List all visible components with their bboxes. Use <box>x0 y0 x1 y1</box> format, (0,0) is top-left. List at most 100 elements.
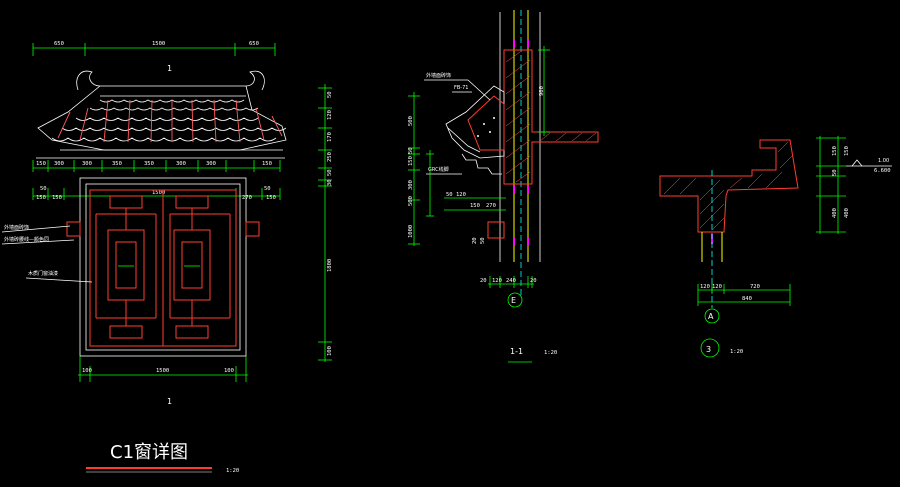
detail-3-right-dimension: 150 150 50 400 400 <box>816 136 850 234</box>
axis-label: A <box>708 312 714 321</box>
dim-label: 100 <box>82 368 92 374</box>
detail-3-profile <box>659 139 799 233</box>
dim-label: 270 <box>242 195 252 201</box>
level-mark-text: 1.00 <box>878 158 889 164</box>
dim-label: 50 <box>446 192 453 198</box>
dim-label: 400 <box>844 208 850 218</box>
roof-tiles <box>51 99 287 143</box>
dim-label: 150 <box>844 146 850 156</box>
dim-label: 170 <box>327 132 333 142</box>
note-text: 外墙砖腰线—颜色同 <box>4 236 49 243</box>
dim-label: 350 <box>144 161 154 167</box>
dim-label: 100 <box>224 368 234 374</box>
dim-label: 150 <box>52 195 62 201</box>
dim-label: 150 <box>36 161 46 167</box>
dim-label: 300 <box>82 161 92 167</box>
dim-label: 20 <box>530 278 537 284</box>
note-text: 木质门窗油漆 <box>28 270 58 277</box>
window-elevation: 650 1500 650 1 <box>1 41 333 406</box>
dim-label: 20 <box>480 278 487 284</box>
drawing-title-block: C1窗详图 1:20 <box>86 442 239 474</box>
section-bottom-dimension: 20 120 240 20 <box>480 276 537 288</box>
detail-3-bottom-dimension: 120 120 720 840 <box>697 284 791 306</box>
drawing-scale: 1:20 <box>226 468 239 474</box>
dim-label: 300 <box>408 180 414 190</box>
dim-label: 50 <box>264 186 271 192</box>
dim-label: 120 <box>712 284 722 290</box>
detail-number: 3 <box>706 345 711 354</box>
dim-label: 1800 <box>327 259 333 272</box>
dim-label: 720 <box>750 284 760 290</box>
detail-3: 150 150 50 400 400 1.00 6.600 120 120 72… <box>659 136 892 358</box>
dim-label: 50 <box>327 169 333 176</box>
dim-label: 650 <box>249 41 259 47</box>
level-mark: 1.00 6.600 <box>846 158 892 174</box>
section-1-1: 外墙面砖饰 FB-71 GRC线脚 500 50 150 300 500 100… <box>408 10 599 363</box>
section-mark-top: 1 <box>167 64 172 73</box>
dim-label: 1500 <box>156 368 169 374</box>
dim-label: 30 <box>327 179 333 186</box>
axis-bubble-a <box>704 308 720 324</box>
dim-label: 650 <box>54 41 64 47</box>
dim-label: 840 <box>742 296 752 302</box>
dim-label: 150 <box>470 203 480 209</box>
dim-label: 50 <box>480 237 486 244</box>
elevation-top-dimension: 650 1500 650 <box>32 41 276 56</box>
dim-label: 270 <box>486 203 496 209</box>
section-scale: 1:20 <box>544 350 557 356</box>
dim-label: 400 <box>832 208 838 218</box>
axis-bubble-e <box>507 292 523 308</box>
dim-label: 50 <box>408 147 414 154</box>
section-label: 1-1 <box>510 347 523 356</box>
note-text: 外墙面砖饰 <box>426 72 451 79</box>
dim-label: 150 <box>408 156 414 166</box>
dim-label: 1000 <box>408 225 414 238</box>
elevation-notes: 外墙面砖饰 外墙砖腰线—颜色同 木质门窗油漆 <box>1 224 93 283</box>
level-value: 6.600 <box>874 168 891 174</box>
dim-label: 500 <box>408 196 414 206</box>
dim-label: 150 <box>832 146 838 156</box>
roof-outline <box>36 70 287 159</box>
drawing-title: C1窗详图 <box>110 442 188 463</box>
dim-label: 1500 <box>152 190 165 196</box>
dim-label: 150 <box>266 195 276 201</box>
detail-number-bubble <box>700 338 720 358</box>
dim-label: 150 <box>262 161 272 167</box>
dim-label: 240 <box>506 278 516 284</box>
elevation-bottom-dimension: 100 1500 100 <box>78 356 248 382</box>
dim-label: 300 <box>206 161 216 167</box>
eave-dimension-row: 150 300 300 350 350 300 300 150 <box>32 160 281 172</box>
window-frame <box>66 177 260 357</box>
dim-label: 120 <box>327 110 333 120</box>
dim-label: 20 <box>472 237 478 244</box>
section-eave <box>445 85 505 239</box>
dim-label: 50 <box>832 169 838 176</box>
dim-label: 1500 <box>152 41 165 47</box>
section-beam <box>503 49 599 185</box>
section-notes: 外墙面砖饰 FB-71 GRC线脚 <box>424 72 491 175</box>
dim-label: 500 <box>408 116 414 126</box>
dim-label: 900 <box>539 86 545 96</box>
section-mark-bottom: 1 <box>167 397 172 406</box>
section-detail-dimensions: 50 120 270 150 20 50 <box>444 192 506 244</box>
dim-label: 50 <box>40 186 47 192</box>
section-left-dimension: 500 50 150 300 500 1000 <box>408 92 434 246</box>
note-text: FB-71 <box>454 85 468 91</box>
dim-label: 300 <box>54 161 64 167</box>
dim-label: 350 <box>112 161 122 167</box>
note-text: 外墙面砖饰 <box>4 224 29 231</box>
axis-label: E <box>511 296 516 305</box>
note-text: GRC线脚 <box>428 166 449 173</box>
detail-scale: 1:20 <box>730 349 743 355</box>
dim-label: 250 <box>327 152 333 162</box>
elevation-right-dimension: 50 120 170 250 50 30 1800 100 <box>318 84 333 362</box>
dim-label: 150 <box>36 195 46 201</box>
dim-label: 50 <box>327 91 333 98</box>
section-top-dimension: 900 <box>538 46 550 136</box>
dim-label: 120 <box>700 284 710 290</box>
dim-label: 120 <box>456 192 466 198</box>
dim-label: 100 <box>327 346 333 356</box>
frame-dimension-row: 50 150 150 1500 270 50 150 <box>32 186 281 201</box>
dim-label: 300 <box>176 161 186 167</box>
